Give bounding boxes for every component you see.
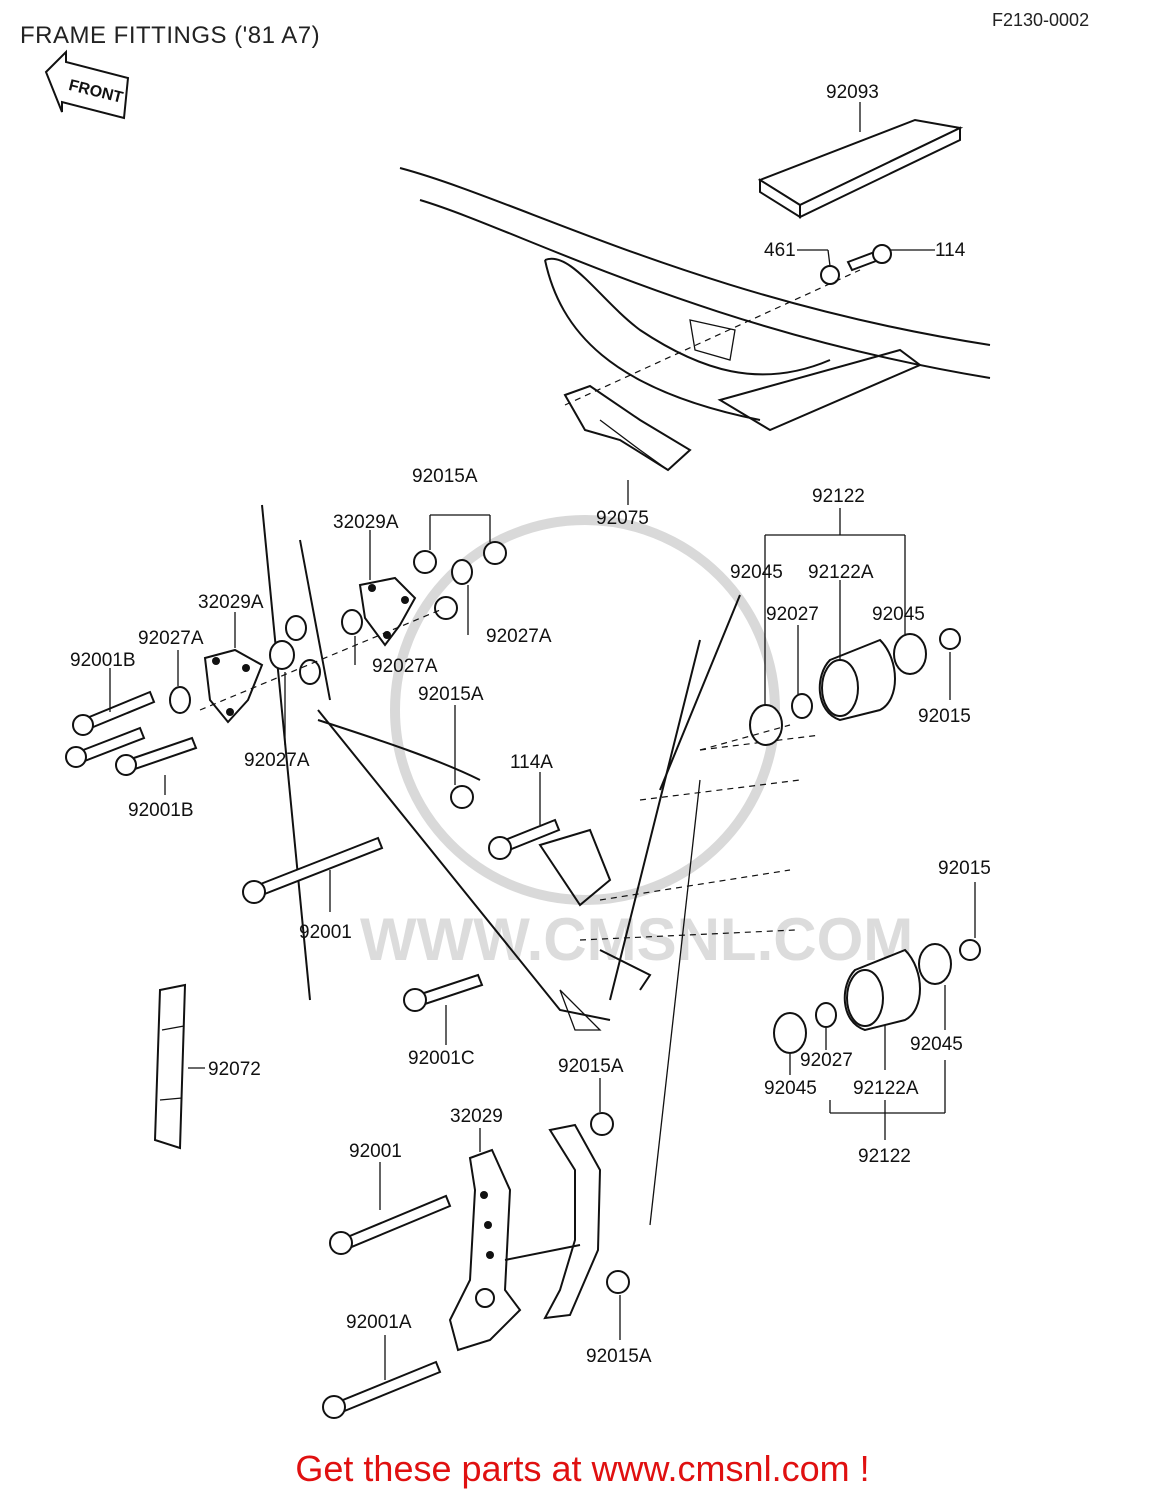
bolts-92001B: [65, 690, 198, 776]
label-32029A-left: 32029A: [198, 592, 264, 613]
bolt-114A: [488, 818, 561, 860]
chain-guide-92075: [563, 384, 692, 472]
label-92045-c: 92045: [910, 1034, 963, 1055]
label-92093: 92093: [826, 82, 879, 103]
label-92001: 92001: [299, 922, 352, 943]
label-92015A-low: 92015A: [558, 1056, 624, 1077]
label-92122A-top: 92122A: [808, 562, 874, 583]
diagram-title: FRAME FITTINGS ('81 A7): [20, 22, 321, 49]
bolt-92001C: [403, 973, 484, 1012]
nuts-92015A: [413, 541, 507, 809]
label-92027A-right: 92027A: [486, 626, 552, 647]
label-92122-low: 92122: [858, 1146, 911, 1167]
roller-assembly-lower: [773, 939, 981, 1054]
label-114: 114: [935, 240, 966, 261]
label-92001B-bottom: 92001B: [128, 800, 194, 821]
label-114A: 114A: [510, 752, 553, 773]
label-92072: 92072: [208, 1059, 261, 1080]
label-461: 461: [764, 240, 796, 261]
part-labels: 92093 461 114 92075 92122 92045 92122A 9…: [70, 82, 991, 1367]
bracket-32029: [448, 1123, 602, 1352]
label-92015-top: 92015: [918, 706, 971, 727]
strap-92072: [153, 983, 187, 1150]
seat-pad-92093: [757, 118, 964, 219]
front-arrow-icon: FRONT: [44, 49, 130, 120]
label-92027-low: 92027: [800, 1050, 853, 1071]
frame-top-tube: [399, 167, 991, 432]
parts-diagram: WWW.CMSNL.COM FRONT: [44, 49, 991, 1419]
label-32029A-top: 32029A: [333, 512, 399, 533]
roller-assembly-upper: [749, 628, 961, 746]
collars-92027A: [169, 559, 473, 714]
label-92027A-left: 92027A: [138, 628, 204, 649]
label-92015A-bottom: 92015A: [586, 1346, 652, 1367]
label-92001C: 92001C: [408, 1048, 475, 1069]
watermark-text: WWW.CMSNL.COM: [360, 906, 913, 973]
footer-link-text[interactable]: Get these parts at www.cmsnl.com !: [295, 1448, 870, 1489]
label-92027A-bottom: 92027A: [244, 750, 310, 771]
label-92015-right: 92015: [938, 858, 991, 879]
label-92015A-top: 92015A: [412, 466, 478, 487]
mounting-plate-32029A-top: [358, 576, 417, 647]
label-92045-a: 92045: [730, 562, 783, 583]
label-92045-b: 92045: [872, 604, 925, 625]
lower-fasteners: [322, 1112, 630, 1419]
mounting-plate-32029A-left: [203, 648, 264, 724]
label-92122-top: 92122: [812, 486, 865, 507]
leader-lines: [109, 102, 976, 1380]
label-92027-top: 92027: [766, 604, 819, 625]
label-92001-low: 92001: [349, 1141, 402, 1162]
label-92001A: 92001A: [346, 1312, 412, 1333]
label-92027A-mid: 92027A: [372, 656, 438, 677]
label-92001B-top: 92001B: [70, 650, 136, 671]
label-32029: 32029: [450, 1106, 503, 1127]
label-92075: 92075: [596, 508, 649, 529]
label-92045-d: 92045: [764, 1078, 817, 1099]
watermark: WWW.CMSNL.COM: [360, 515, 913, 973]
label-92122A-low: 92122A: [853, 1078, 919, 1099]
diagram-code: F2130-0002: [992, 10, 1090, 30]
bolt-114-and-nut-461: [820, 244, 892, 285]
bolt-92001: [242, 836, 384, 904]
label-92015A-mid: 92015A: [418, 684, 484, 705]
